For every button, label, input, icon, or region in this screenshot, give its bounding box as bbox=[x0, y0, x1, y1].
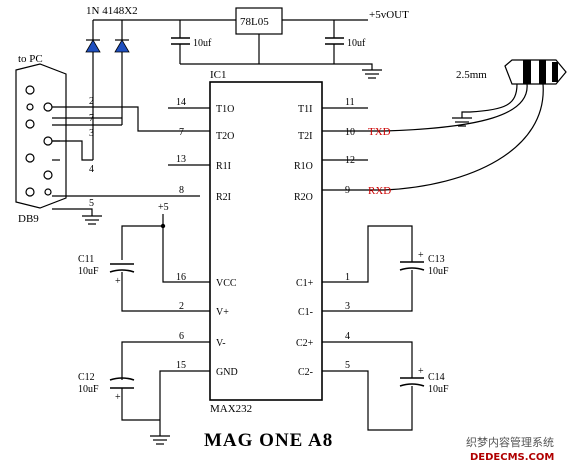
pin-num-5: 5 bbox=[345, 360, 350, 371]
pin-name-c1minus: C1- bbox=[298, 307, 313, 318]
db9-connector bbox=[15, 63, 67, 209]
db9-pin-3: 3 bbox=[89, 128, 94, 139]
diagram-title: MAG ONE A8 bbox=[204, 430, 333, 451]
pin-name-c2plus: C2+ bbox=[296, 338, 314, 349]
pin-num-3: 3 bbox=[345, 301, 350, 312]
capacitor-c13: + bbox=[360, 225, 425, 312]
db9-pin-5: 5 bbox=[89, 198, 94, 209]
capacitor-c12: + bbox=[109, 341, 168, 436]
output-label: +5vOUT bbox=[369, 9, 409, 21]
pin-num-9: 9 bbox=[345, 185, 350, 196]
ic-body bbox=[209, 81, 323, 401]
pin-name-r2i: R2I bbox=[216, 192, 231, 203]
pin-num-2: 2 bbox=[179, 301, 184, 312]
regulator-78l05: 78L05 bbox=[235, 7, 283, 64]
vcc-wiring bbox=[121, 214, 168, 283]
c13-plus: + bbox=[418, 250, 424, 261]
output-cap-label: 10uf bbox=[347, 38, 366, 49]
c14-plus: + bbox=[418, 366, 424, 377]
capacitor-c14: + bbox=[360, 341, 425, 431]
pin-num-14: 14 bbox=[176, 97, 186, 108]
watermark-line2: DEDECMS.COM bbox=[470, 452, 554, 463]
pin-name-c1plus: C1+ bbox=[296, 278, 314, 289]
c14-ref: C14 bbox=[428, 372, 445, 383]
pin-num-16: 16 bbox=[176, 272, 186, 283]
c12-value: 10uF bbox=[78, 384, 99, 395]
c11-plus: + bbox=[115, 276, 121, 287]
pin-name-t1i: T1I bbox=[298, 104, 312, 115]
db9-wiring bbox=[52, 106, 200, 216]
vcc-label: +5 bbox=[158, 202, 169, 213]
jack-ground-symbol bbox=[452, 111, 472, 127]
ic-part: MAX232 bbox=[210, 403, 252, 415]
c13-value: 10uF bbox=[428, 266, 449, 277]
c14-value: 10uF bbox=[428, 384, 449, 395]
c11-value: 10uF bbox=[78, 266, 99, 277]
pin-num-4: 4 bbox=[345, 331, 350, 342]
diode-d1 bbox=[85, 20, 101, 160]
top-ground-symbol bbox=[362, 69, 382, 79]
rxd-label: RXD bbox=[368, 185, 391, 197]
top-ground-wire bbox=[180, 63, 373, 70]
c12-ref: C12 bbox=[78, 372, 95, 383]
bottom-ground-symbol bbox=[150, 435, 170, 445]
pin-name-vcc: VCC bbox=[216, 278, 237, 289]
input-cap-label: 10uf bbox=[193, 38, 212, 49]
c11-ref: C11 bbox=[78, 254, 94, 265]
pin-num-1: 1 bbox=[345, 272, 350, 283]
pin-num-8: 8 bbox=[179, 185, 184, 196]
pin-num-10: 10 bbox=[345, 127, 355, 138]
pin-name-gnd: GND bbox=[216, 367, 238, 378]
pin-name-vminus: V- bbox=[216, 338, 226, 349]
input-capacitor: 10uf bbox=[171, 20, 212, 64]
txd-label: TXD bbox=[368, 126, 391, 138]
diode-d2 bbox=[114, 20, 130, 125]
pin-name-t1o: T1O bbox=[216, 104, 234, 115]
pin-num-7: 7 bbox=[179, 127, 184, 138]
pin-name-t2o: T2O bbox=[216, 131, 234, 142]
pin-name-r1i: R1I bbox=[216, 161, 231, 172]
ic-left-pin-wires bbox=[168, 107, 210, 372]
regulator-label: 78L05 bbox=[240, 16, 269, 28]
db9-pin-4: 4 bbox=[89, 164, 94, 175]
diodes-label: 1N 4148X2 bbox=[86, 5, 138, 17]
pin-name-t2i: T2I bbox=[298, 131, 312, 142]
connector-bottom-label: DB9 bbox=[18, 213, 39, 225]
pin-num-15: 15 bbox=[176, 360, 186, 371]
db9-pin-7: 7 bbox=[89, 113, 94, 124]
pin-name-r1o: R1O bbox=[294, 161, 313, 172]
db9-pin-2: 2 bbox=[89, 96, 94, 107]
pin-num-11: 11 bbox=[345, 97, 355, 108]
pin-num-6: 6 bbox=[179, 331, 184, 342]
jack-label: 2.5mm bbox=[456, 69, 487, 81]
pin-name-c2minus: C2- bbox=[298, 367, 313, 378]
ic-right-pin-wires bbox=[322, 107, 384, 372]
pin-name-vplus: V+ bbox=[216, 307, 229, 318]
watermark-line1: 织梦内容管理系统 bbox=[466, 435, 554, 449]
pin-num-12: 12 bbox=[345, 155, 355, 166]
capacitor-c11: + bbox=[109, 263, 168, 312]
db9-ground-symbol bbox=[82, 215, 102, 225]
output-capacitor: 10uf bbox=[325, 20, 366, 64]
c13-ref: C13 bbox=[428, 254, 445, 265]
connector-top-label: to PC bbox=[18, 53, 43, 65]
c12-plus: + bbox=[115, 392, 121, 403]
audio-jack-2-5mm bbox=[383, 59, 567, 191]
ic-ref: IC1 bbox=[210, 69, 227, 81]
pin-num-13: 13 bbox=[176, 154, 186, 165]
pin-name-r2o: R2O bbox=[294, 192, 313, 203]
